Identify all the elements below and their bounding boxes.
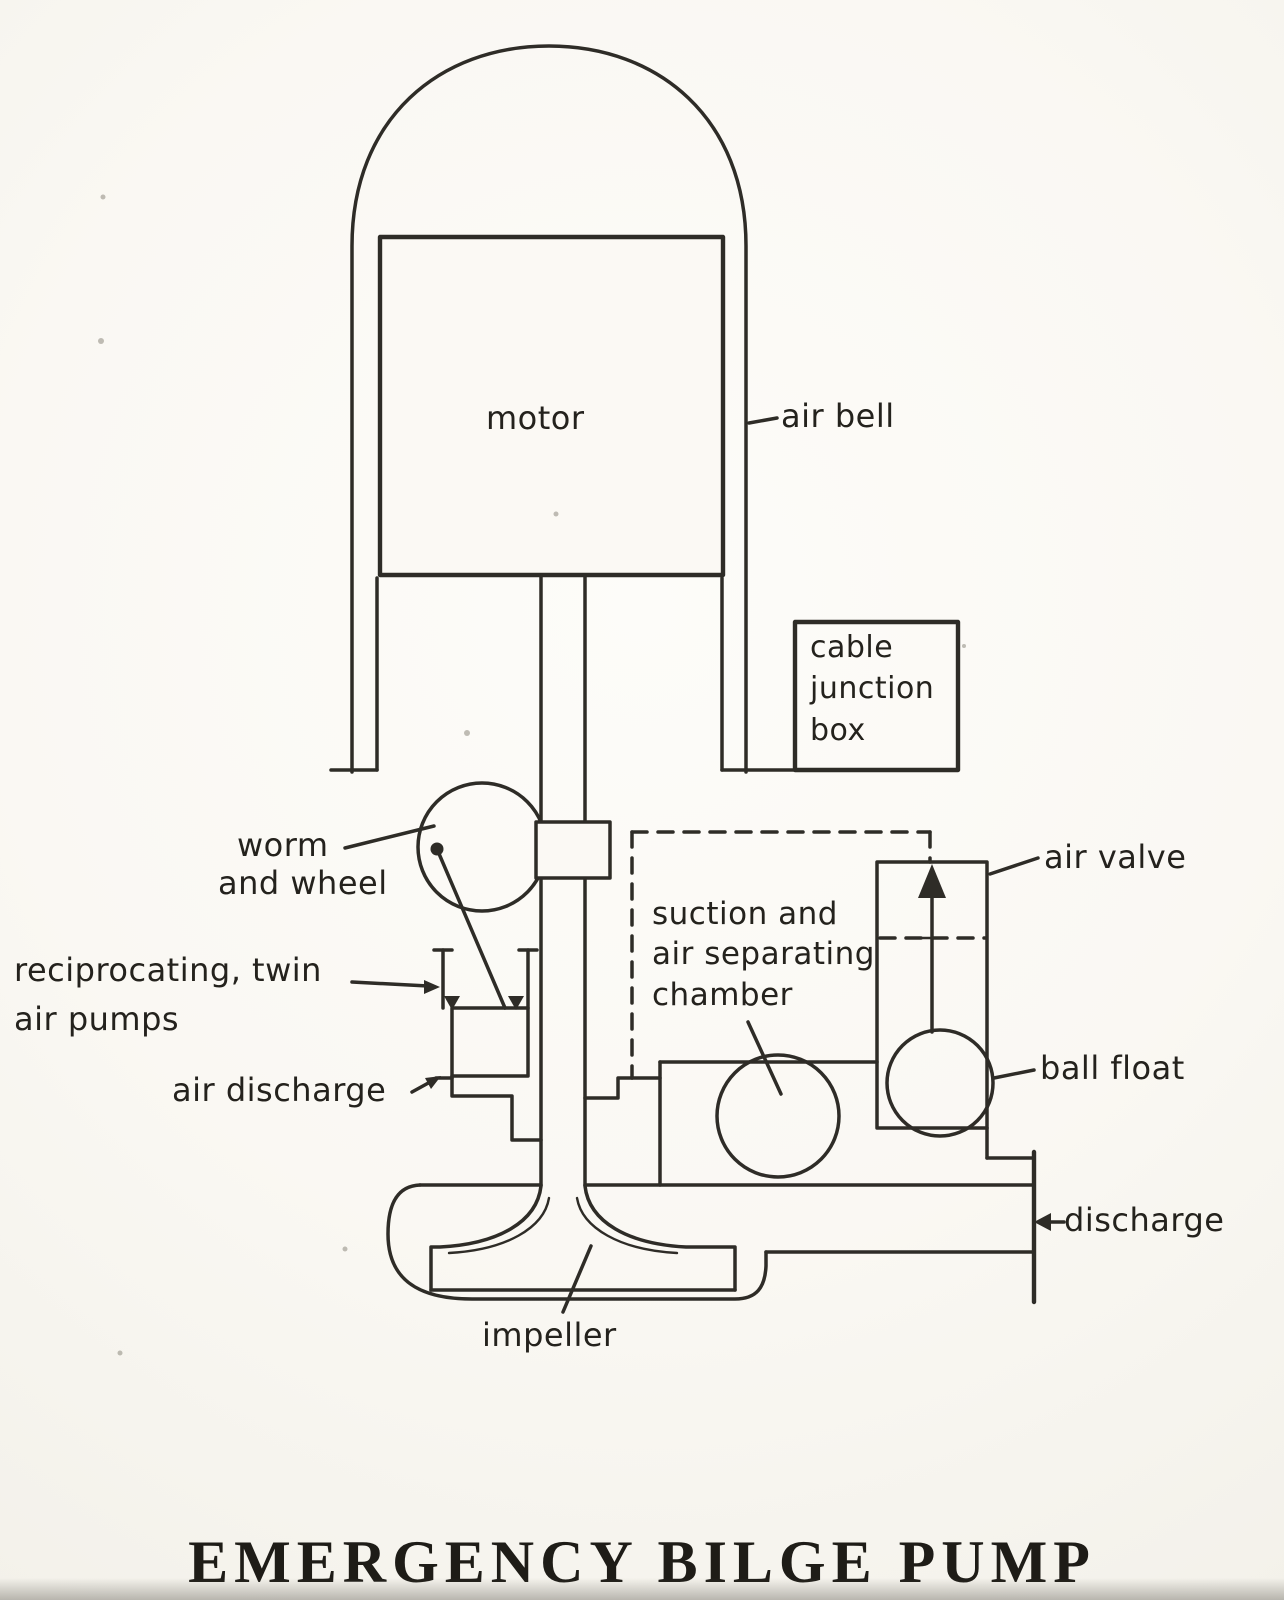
diagram-title: EMERGENCY BILGE PUMP [188,1529,1096,1595]
reciprocating-pumps-label-line1: reciprocating, twin [14,951,322,989]
worm-and-wheel-label-line2: and wheel [218,864,388,902]
cable-junction-box-label-line1: cable [810,630,894,665]
reciprocating-pumps-arrowhead [424,980,440,994]
drive-shaft [539,573,587,1187]
impeller-label: impeller [482,1316,617,1354]
air-discharge-arrow [410,1076,441,1094]
impeller-pointer-line [561,1244,593,1314]
motor-body [377,234,726,578]
reciprocating-pumps-pointer-line [350,980,430,988]
impeller-blade-right [583,1184,737,1292]
air-bell-outline [329,44,797,774]
worm-and-wheel-pointer-line [343,824,436,850]
motor-label: motor [486,399,585,437]
air-bell-label: air bell [781,397,895,435]
air-valve-label: air valve [1044,838,1187,876]
ball-float-pointer-line [992,1068,1036,1080]
air-valve-pointer-line [988,856,1040,876]
air-bell-pointer-line [747,416,779,425]
cable-junction-box-label-line2: junction [810,671,935,706]
cable-junction-box-label-line3: box [810,713,866,748]
cable-junction-box-outline [792,619,961,773]
suction-chamber-label-line2: air separating [652,936,875,972]
suction-chamber-label-line3: chamber [652,977,793,1013]
discharge-arrow [1034,1213,1066,1231]
worm-and-wheel-gear [343,781,612,1010]
air-valve-body [875,856,1040,1130]
impeller-blade-left [429,1184,543,1292]
suction-chamber-label-line1: suction and [652,896,838,932]
air-discharge-label: air discharge [172,1071,387,1109]
pump-casing-and-impeller [386,1149,1037,1314]
suction-chamber-casing [630,1020,1036,1187]
worm-and-wheel-label-line1: worm [237,826,329,864]
reciprocating-air-pumps [350,948,634,1142]
suction-chamber-pointer-line [746,1020,783,1096]
discharge-label: discharge [1064,1201,1225,1239]
ball-float-label: ball float [1040,1049,1185,1087]
reciprocating-pumps-label-line2: air pumps [14,1000,180,1038]
ball-float-shape [885,1028,1036,1138]
suction-valve-ball [715,1053,841,1179]
scan-speckles [98,194,966,1356]
